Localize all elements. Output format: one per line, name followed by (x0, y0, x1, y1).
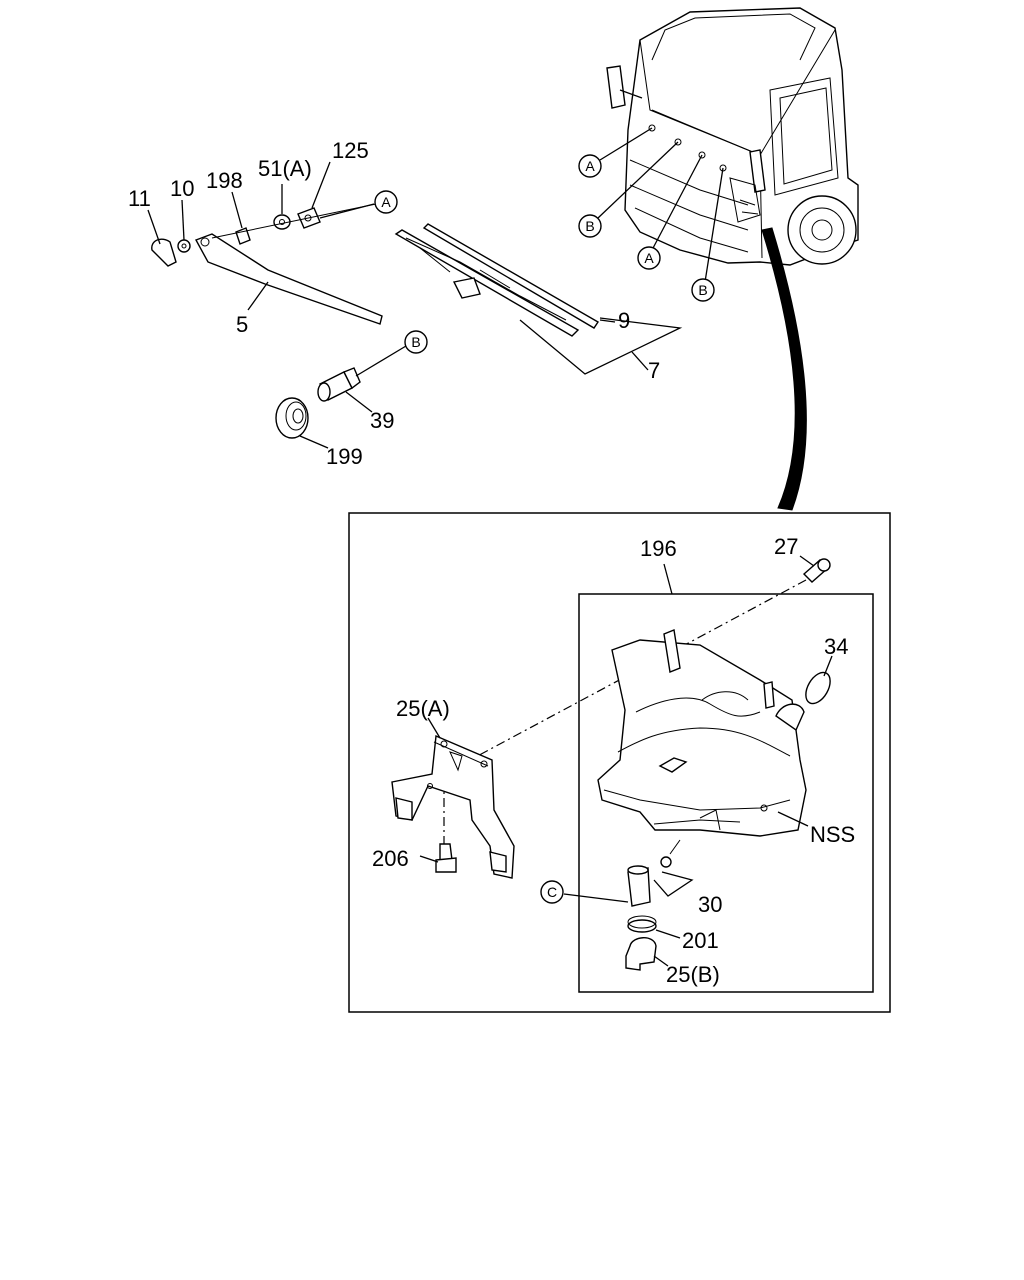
marker-a-cab-1: A (578, 154, 602, 178)
tank-subframe (578, 593, 874, 993)
callout-198: 198 (206, 168, 243, 193)
marker-c-pump: C (540, 880, 564, 904)
svg-text:A: A (585, 158, 595, 174)
grommet-201 (627, 915, 657, 933)
washer-tank (597, 629, 807, 837)
callout-34: 34 (824, 634, 848, 659)
callout-25a: 25(A) (396, 696, 450, 721)
callout-27: 27 (774, 534, 798, 559)
callout-7: 7 (648, 358, 660, 383)
svg-text:B: B (411, 334, 420, 350)
callout-25b: 25(B) (666, 962, 720, 987)
callout-39: 39 (370, 408, 394, 433)
marker-b-motor: B (404, 330, 428, 354)
bolt-206 (435, 843, 457, 873)
bracket-25a (391, 734, 515, 879)
callout-201: 201 (682, 928, 719, 953)
callout-10: 10 (170, 176, 194, 201)
callout-51a: 51(A) (258, 156, 312, 181)
detail-frame (348, 512, 891, 1013)
callout-nss: NSS (810, 822, 855, 847)
svg-text:A: A (644, 250, 654, 266)
bolt-27 (802, 558, 831, 583)
callout-11: 11 (128, 186, 151, 211)
callout-199: 199 (326, 444, 363, 469)
callout-196: 196 (640, 536, 677, 561)
svg-text:B: B (585, 218, 594, 234)
svg-text:C: C (547, 884, 557, 900)
marker-b-cab-1: B (578, 214, 602, 238)
detail-pointer (761, 227, 807, 511)
callout-9: 9 (618, 308, 630, 333)
marker-a-arm: A (319, 190, 398, 219)
truck-cab-illustration (606, 7, 859, 266)
marker-b-cab-2: B (691, 278, 715, 302)
callout-125: 125 (332, 138, 369, 163)
wiper-arm-assembly (151, 203, 383, 325)
callout-30: 30 (698, 892, 722, 917)
wiper-blade (394, 223, 599, 337)
wiper-motor-parts (275, 367, 361, 439)
marker-a-cab-2: A (637, 246, 661, 270)
clamp-25b (625, 937, 657, 971)
washer-pump-30 (627, 839, 681, 907)
callout-5: 5 (236, 312, 248, 337)
svg-text:A: A (381, 194, 391, 210)
callout-206: 206 (372, 846, 409, 871)
svg-text:B: B (698, 282, 707, 298)
